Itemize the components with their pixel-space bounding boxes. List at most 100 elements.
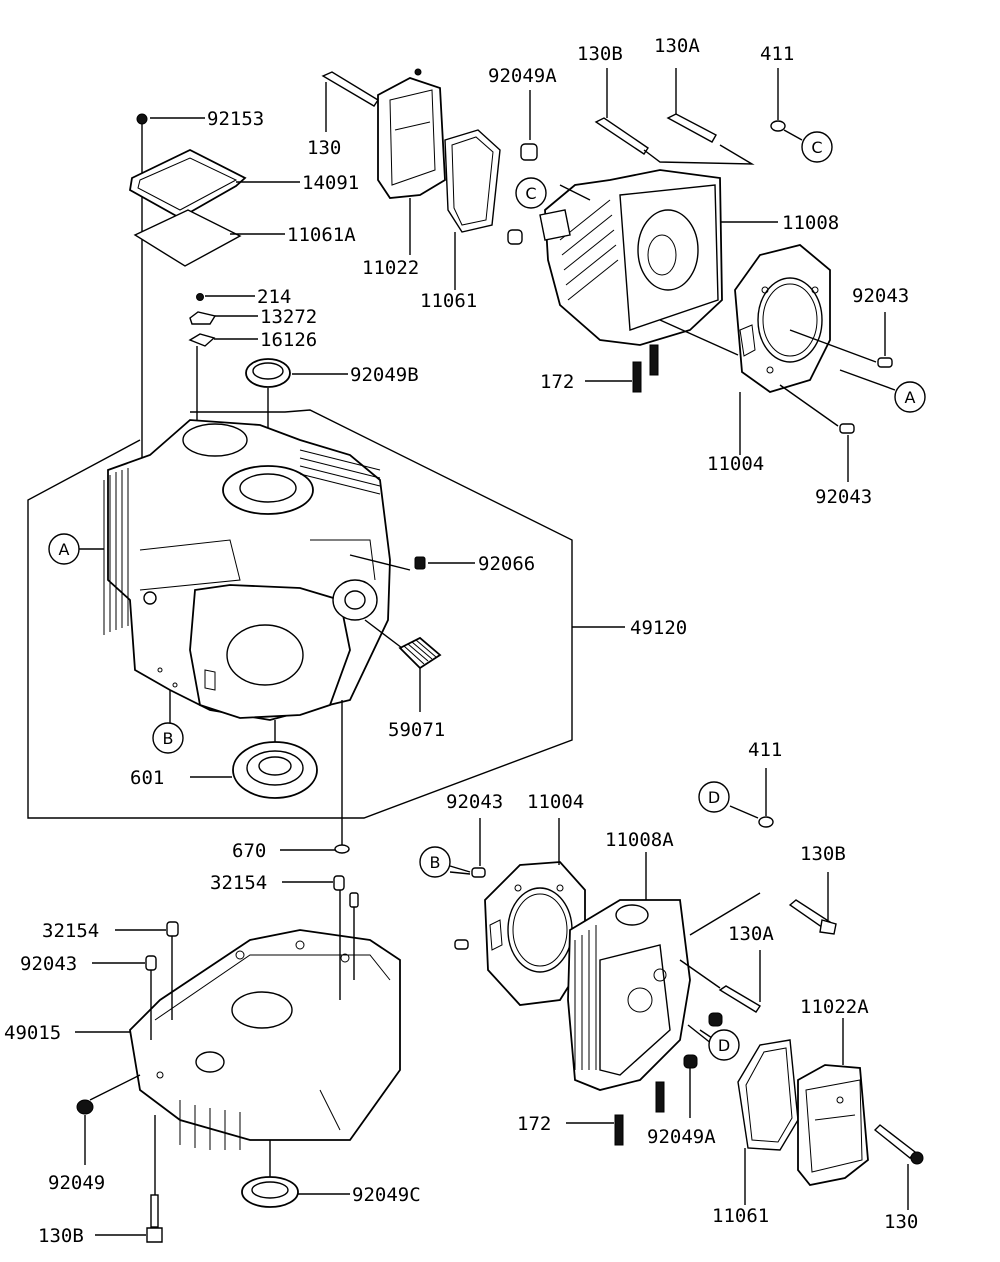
label-92043-bottom: 92043 [446,791,503,813]
label-92049: 92049 [48,1172,105,1194]
label-92043-left: 92043 [20,953,77,975]
label-59071: 59071 [388,719,445,741]
part-411-washer-bottom [758,816,774,828]
part-92049B-seal [245,358,291,388]
part-92049-seal [76,1099,94,1115]
group-outline-49120 [27,409,573,819]
part-11022-cover [377,68,446,199]
label-92043-r1: 92043 [852,285,909,307]
svg-text:C: C [811,138,822,157]
label-411-top: 411 [760,43,794,65]
part-11061A-gasket [133,209,242,267]
label-11061-top: 11061 [420,290,477,312]
part-11008-cylinder-head [507,169,723,346]
label-172-bottom: 172 [517,1113,551,1135]
label-214: 214 [257,286,291,308]
part-411-washer-top [770,120,786,132]
part-32154-dowel-b [166,921,179,937]
label-130A-bottom: 130A [728,923,774,945]
label-411-bottom: 411 [748,739,782,761]
label-14091: 14091 [302,172,359,194]
part-130-bolt-bottom [873,1124,924,1165]
label-49015: 49015 [4,1022,61,1044]
label-92049A-top: 92049A [488,65,557,87]
label-130-top: 130 [307,137,341,159]
part-92049C-seal [241,1176,299,1208]
label-130A-top: 130A [654,35,700,57]
part-49120-crankcase [103,419,391,721]
callout-B-left: B [152,722,184,754]
part-92153-bolt [136,113,148,460]
part-11004-gasket-bottom [484,861,586,1006]
label-130B-bottom-right: 130B [800,843,846,865]
part-11004-gasket-top [734,244,831,393]
label-13272: 13272 [260,306,317,328]
callout-D-top: D [698,781,730,813]
label-11061-bottom: 11061 [712,1205,769,1227]
label-11008: 11008 [782,212,839,234]
callout-B-right: B [419,846,451,878]
part-92049A-seal-top [520,143,538,161]
label-16126: 16126 [260,329,317,351]
label-92049C: 92049C [352,1184,421,1206]
part-92043-pin-r1 [877,357,893,368]
svg-text:D: D [708,788,720,807]
part-32154-dowel-a [333,875,345,891]
label-11061A: 11061A [287,224,356,246]
part-130A-bolt-bottom [718,985,761,1013]
svg-text:D: D [718,1036,730,1055]
label-11022: 11022 [362,257,419,279]
part-16126-plate [188,333,216,347]
part-130B-bolt-bottom-right [788,899,837,935]
label-11008A: 11008A [605,829,674,851]
label-11022A: 11022A [800,996,869,1018]
part-92043-pin-r2 [839,423,855,434]
part-92066-plug [414,556,426,570]
callout-C-top: C [801,131,833,163]
label-92049A-bottom: 92049A [647,1126,716,1148]
part-130-bolt-top [321,71,379,107]
label-32154-a: 32154 [210,872,267,894]
label-92043-r2: 92043 [815,486,872,508]
part-130A-bolt-top [666,113,717,143]
part-130B-bolt-top [594,117,649,155]
part-59071-filter [398,636,442,670]
label-11004-bottom: 11004 [527,791,584,813]
part-172-pins-bottom [614,1081,665,1146]
part-11061-gasket-bottom [737,1039,799,1151]
label-601: 601 [130,767,164,789]
part-14091-cover [129,148,247,220]
label-92066: 92066 [478,553,535,575]
label-92153: 92153 [207,108,264,130]
svg-text:B: B [430,853,441,872]
part-49015-oil-pan [129,929,401,1150]
part-92043-pin-bottom [454,867,486,950]
part-11022A-cover [797,1064,869,1186]
part-11061-gasket-top [444,129,501,233]
svg-text:A: A [59,540,70,559]
part-13272-plate [189,311,217,325]
part-11008A-cylinder-head [567,899,691,1091]
callout-C-head: C [515,177,547,209]
callout-A-right: A [894,381,926,413]
part-92049A-seal-bottom [683,1012,723,1069]
svg-text:A: A [905,388,916,407]
label-172-top: 172 [540,371,574,393]
part-130B-bolt-bottom [146,1194,163,1243]
label-49120: 49120 [630,617,687,639]
callout-A-left: A [48,533,80,565]
label-670: 670 [232,840,266,862]
part-601-bearing [232,741,318,799]
label-130B-top: 130B [577,43,623,65]
label-130B-bottom: 130B [38,1225,84,1247]
svg-text:C: C [525,184,536,203]
part-92043-pin-left [145,955,157,971]
part-670-washer [334,844,350,854]
callout-D-head: D [708,1029,740,1061]
label-130-bottom: 130 [884,1211,918,1233]
label-11004-top: 11004 [707,453,764,475]
label-92049B: 92049B [350,364,419,386]
svg-text:B: B [163,729,174,748]
part-214-screw [196,293,204,301]
